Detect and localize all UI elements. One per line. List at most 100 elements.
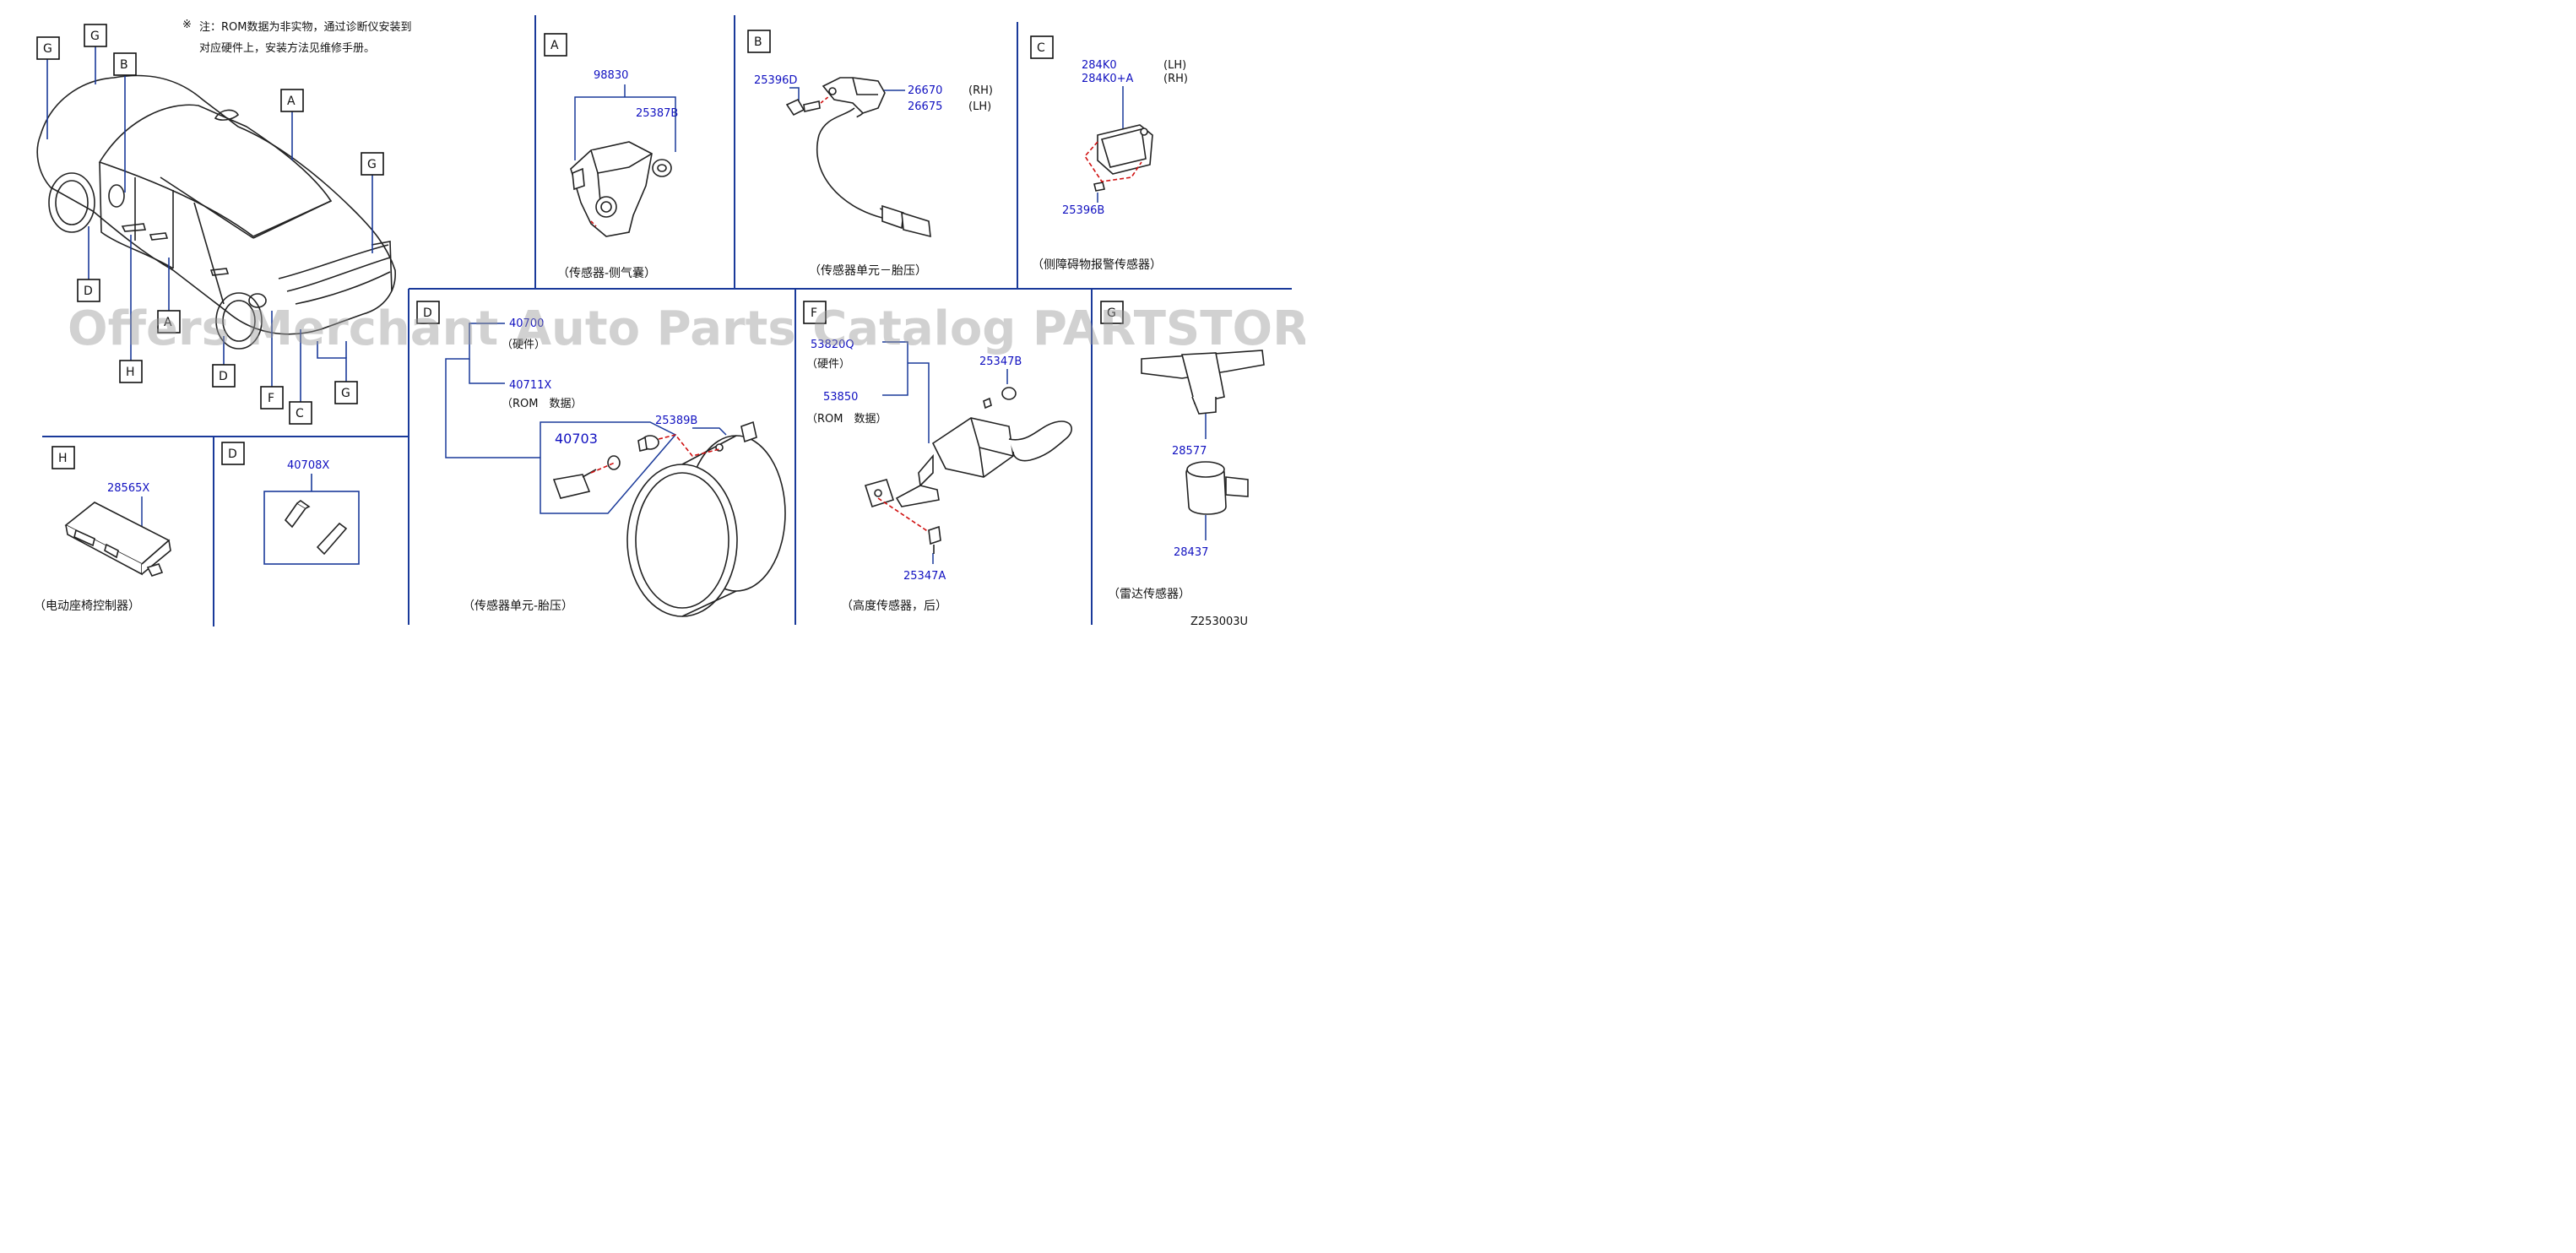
- panel-d-data-box: D: [221, 442, 245, 465]
- part-25347b: 25347B: [979, 355, 1022, 368]
- part-28577: 28577: [1172, 445, 1207, 458]
- side-lh-b: (LH): [968, 100, 991, 113]
- note-line-1: 注：ROM数据为非实物，通过诊断仪安装到: [199, 21, 411, 34]
- panel-h-box: H: [52, 446, 75, 469]
- side-airbag-sensor-drawing: [570, 141, 672, 237]
- tpms-sensor-unit-drawing: [785, 77, 931, 238]
- part-98830: 98830: [594, 69, 628, 82]
- callout-box-g3: G: [361, 152, 384, 176]
- note-line-2: 对应硬件上，安装方法见维修手册。: [199, 41, 375, 55]
- panel-f-leaders: [882, 341, 1008, 564]
- callout-h-letter: H: [126, 366, 135, 379]
- panel-d-data-frame: [263, 474, 360, 565]
- callout-d2-letter: D: [219, 370, 228, 383]
- side-rh-b: (RH): [968, 84, 993, 97]
- note-symbol: ※: [182, 19, 192, 31]
- part-25396b: 25396B: [1062, 204, 1104, 217]
- part-26670: 26670: [908, 84, 942, 97]
- panel-a-letter: A: [550, 39, 559, 52]
- note-rom-f: （ROM 数据）: [806, 413, 887, 426]
- panel-d-tire-caption: （传感器单元-胎压）: [463, 599, 573, 613]
- callout-a2-letter: A: [164, 316, 172, 329]
- panel-h-letter: H: [58, 452, 68, 465]
- part-284k0-a: 284K0+A: [1082, 73, 1134, 85]
- callout-g2-letter: G: [90, 30, 100, 43]
- panel-b-box: B: [747, 30, 771, 53]
- panel-b-caption: （传感器单元－胎压）: [809, 263, 927, 278]
- diagram-code: Z253003U: [1190, 616, 1248, 628]
- panel-a-caption: （传感器-侧气囊）: [557, 266, 656, 280]
- panel-d-data-letter: D: [228, 448, 237, 461]
- callout-box-c: C: [289, 401, 312, 425]
- callout-a1-letter: A: [287, 95, 296, 108]
- panel-a-dash-line: [590, 220, 597, 227]
- panel-f-caption: （高度传感器，后）: [841, 599, 947, 613]
- part-26675: 26675: [908, 100, 942, 113]
- part-40703: 40703: [555, 431, 598, 447]
- rom-data-drawing: [284, 500, 348, 556]
- panel-h-caption: （电动座椅控制器）: [34, 599, 140, 613]
- note-rom-d: （ROM 数据）: [502, 398, 582, 410]
- panel-c-caption: （侧障碍物报警传感器）: [1032, 258, 1162, 272]
- panel-f-letter: F: [811, 306, 817, 320]
- callout-box-g1: G: [36, 36, 60, 60]
- part-40711x: 40711X: [509, 379, 551, 392]
- panel-f-dash-line: [877, 497, 930, 533]
- watermark: Offers Merchant Auto Parts Catalog PARTS…: [68, 301, 1305, 356]
- part-40700: 40700: [509, 317, 544, 330]
- callout-box-a1: A: [280, 89, 304, 112]
- valve-parts-drawing: [552, 420, 757, 499]
- part-25389b: 25389B: [655, 415, 697, 427]
- parts-diagram: ※ 注：ROM数据为非实物，通过诊断仪安装到 对应硬件上，安装方法见维修手册。: [34, 15, 1305, 628]
- panel-g-caption: （雷达传感器）: [1108, 587, 1190, 601]
- callout-d1-letter: D: [84, 285, 93, 298]
- panel-f-box: F: [803, 301, 827, 324]
- panel-b-dash-line: [820, 95, 830, 104]
- callout-f-letter: F: [268, 392, 274, 405]
- callout-leaders: [46, 46, 373, 402]
- side-lh-c: (LH): [1163, 59, 1186, 72]
- side-obstacle-sensor-drawing: [1093, 124, 1153, 192]
- panel-g-letter: G: [1107, 306, 1116, 320]
- part-284k0: 284K0: [1082, 59, 1117, 72]
- part-28437: 28437: [1174, 546, 1208, 559]
- panel-d-tire-dash-line: [590, 434, 720, 474]
- callout-box-b: B: [113, 52, 137, 76]
- panel-g-box: G: [1100, 301, 1124, 324]
- panel-dividers: [42, 15, 1292, 626]
- part-53850: 53850: [823, 391, 858, 404]
- note-hardware-f: （硬件）: [806, 358, 850, 371]
- panel-c-dash-bracket: [1083, 141, 1142, 182]
- part-25347a: 25347A: [903, 570, 946, 583]
- callout-box-a2: A: [157, 310, 181, 334]
- part-25387b: 25387B: [636, 107, 678, 120]
- part-53820q: 53820Q: [811, 339, 854, 351]
- panel-c-leaders: [1097, 86, 1124, 203]
- panel-d-tire-letter: D: [423, 306, 432, 320]
- panel-b-leaders: [789, 87, 905, 101]
- callout-box-g2: G: [84, 24, 107, 47]
- callout-g4-letter: G: [341, 387, 350, 400]
- callout-c-letter: C: [296, 407, 304, 420]
- callout-box-f: F: [260, 386, 284, 410]
- panel-c-letter: C: [1037, 41, 1045, 55]
- height-sensor-drawing: [864, 387, 1072, 554]
- panel-c-box: C: [1030, 35, 1054, 59]
- tire-rim-drawing: [626, 435, 786, 617]
- panel-d-tire-leaders: [445, 323, 727, 514]
- callout-b-letter: B: [120, 58, 128, 72]
- part-40708x: 40708X: [287, 459, 329, 472]
- callout-box-d1: D: [77, 279, 100, 302]
- part-25396d: 25396D: [754, 74, 797, 87]
- panel-d-tire-box: D: [416, 301, 440, 324]
- callout-g3-letter: G: [367, 158, 377, 171]
- seat-controller-drawing: [64, 502, 171, 577]
- note-hardware-d: （硬件）: [502, 339, 545, 351]
- callout-box-g4: G: [334, 381, 358, 404]
- callout-g1-letter: G: [43, 42, 52, 56]
- panel-a-box: A: [544, 33, 567, 57]
- callout-box-d2: D: [212, 364, 236, 388]
- callout-box-h: H: [119, 360, 143, 383]
- radar-sensor-drawing: [1141, 350, 1265, 515]
- panel-a-leaders: [574, 84, 676, 160]
